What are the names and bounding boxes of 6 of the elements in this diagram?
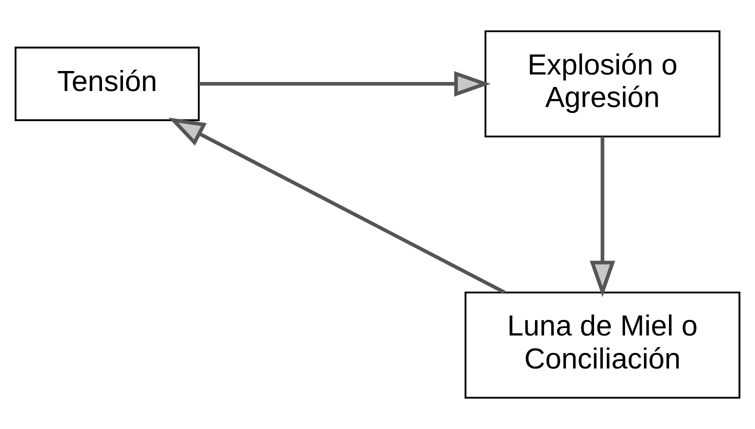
node-box: Explosión o Agresión <box>484 30 720 138</box>
node-box: Tensión <box>14 46 200 122</box>
arrow <box>199 71 491 97</box>
arrow <box>590 136 616 298</box>
arrow <box>168 118 506 294</box>
node-box: Luna de Miel o Conciliación <box>464 292 740 399</box>
